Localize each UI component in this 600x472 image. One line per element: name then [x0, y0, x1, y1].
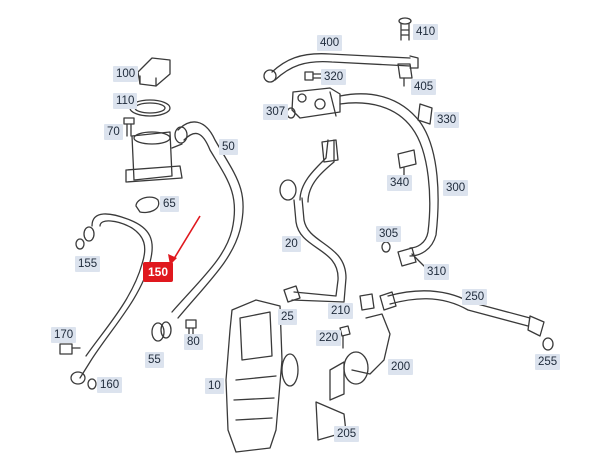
oring-307-drawing	[286, 107, 296, 119]
label-part-330: 330	[434, 112, 460, 128]
bolt-220-drawing	[339, 325, 351, 349]
label-part-170: 170	[51, 327, 77, 343]
label-part-310: 310	[424, 264, 450, 280]
connector-210-drawing	[359, 293, 375, 311]
bolt-320-drawing	[304, 71, 323, 81]
label-part-160: 160	[97, 377, 123, 393]
hose-400-drawing	[263, 53, 419, 83]
clip-330-drawing	[417, 103, 433, 125]
coolant-fitting-drawing	[291, 87, 341, 119]
label-part-400: 400	[317, 35, 343, 51]
label-part-220: 220	[316, 330, 342, 346]
label-part-305: 305	[376, 226, 402, 242]
label-part-80: 80	[184, 334, 203, 350]
label-part-255: 255	[535, 354, 561, 370]
label-part-70: 70	[104, 124, 123, 140]
bolt-70-drawing	[123, 117, 135, 137]
label-part-405: 405	[411, 79, 437, 95]
label-part-410: 410	[413, 24, 439, 40]
cap-100-drawing	[137, 57, 171, 87]
gasket-65-drawing	[135, 196, 160, 214]
housing-10-drawing	[225, 299, 299, 453]
pump-200-drawing	[329, 313, 391, 401]
expansion-housing-drawing	[125, 131, 183, 183]
clip-340-drawing	[397, 149, 417, 177]
label-part-10: 10	[205, 378, 224, 394]
label-part-150-highlighted: 150	[143, 262, 174, 282]
label-part-155: 155	[75, 256, 101, 272]
highlight-arrow	[168, 215, 201, 265]
label-part-300: 300	[443, 180, 469, 196]
hose-160-drawing	[59, 213, 153, 390]
label-part-210: 210	[328, 303, 354, 319]
label-part-100: 100	[113, 66, 139, 82]
label-part-50: 50	[219, 139, 238, 155]
oring-305-drawing	[381, 241, 391, 253]
oring-55-drawing	[151, 321, 172, 342]
label-part-55: 55	[145, 352, 164, 368]
label-part-205: 205	[334, 426, 360, 442]
label-part-65: 65	[160, 196, 179, 212]
label-part-250: 250	[462, 289, 488, 305]
hose-20-drawing	[279, 139, 347, 303]
hose-300-drawing	[339, 93, 439, 257]
label-part-340: 340	[387, 175, 413, 191]
label-part-20: 20	[282, 236, 301, 252]
connector-25-drawing	[283, 285, 301, 303]
bolt-410-drawing	[398, 17, 412, 41]
hose-50-drawing	[171, 121, 244, 319]
label-part-200: 200	[388, 359, 414, 375]
label-part-320: 320	[321, 69, 347, 85]
connector-310-drawing	[397, 247, 425, 267]
label-part-110: 110	[113, 93, 138, 109]
clip-405-drawing	[397, 63, 413, 87]
label-part-307: 307	[263, 104, 289, 120]
label-part-25: 25	[278, 309, 297, 325]
